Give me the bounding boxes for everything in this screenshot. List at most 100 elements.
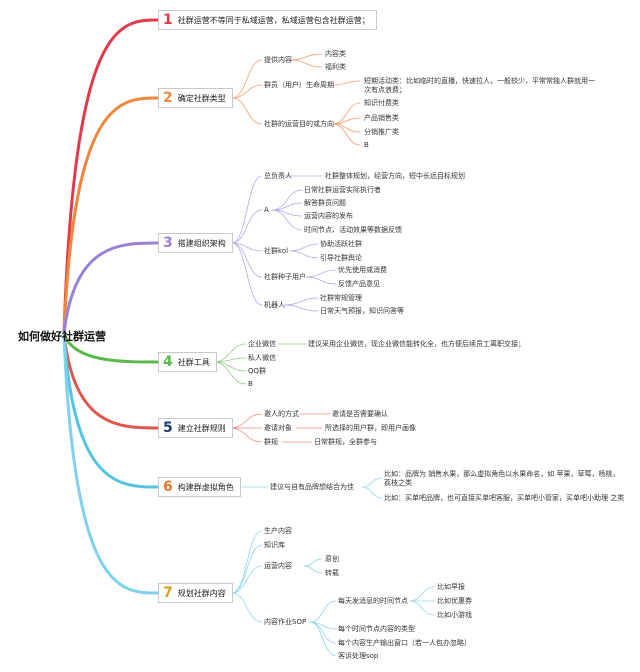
n2-content-a: 内容类 bbox=[325, 50, 346, 58]
b2c-2 bbox=[332, 123, 361, 133]
branch-3-number: 3 bbox=[163, 235, 173, 251]
b6a-0 bbox=[361, 477, 383, 488]
n7-s4: 客诉处理sop bbox=[338, 652, 379, 660]
n5-rules-note: 日常群规，全群参与 bbox=[314, 438, 377, 446]
n3-robot2: 日常天气预报，知识问答等 bbox=[320, 307, 404, 315]
branch-5-number: 5 bbox=[163, 420, 173, 436]
b5-0 bbox=[229, 413, 263, 429]
branch-6-number: 6 bbox=[163, 479, 173, 495]
b3d-0 bbox=[305, 269, 337, 278]
branch-6: 6 构建群虚拟角色 bbox=[158, 477, 241, 497]
n5-target-note: 所选择的用户群，即用户画像 bbox=[325, 424, 416, 432]
b2-2 bbox=[231, 97, 263, 125]
branch-7-title: 规划社群内容 bbox=[177, 588, 226, 598]
b3d-1 bbox=[305, 276, 337, 285]
n3-a4: 时间节点、活动效果等数据反馈 bbox=[304, 226, 402, 234]
root-connector-3 bbox=[62, 241, 160, 336]
n7-ops1: 原创 bbox=[325, 555, 339, 563]
n6-ex2: 比如：买单吧品牌，也可直接买单吧客服，买单吧小管家，买单吧小助理 之类 bbox=[384, 494, 625, 502]
n6-main: 建议与自有品牌想结合为佳 bbox=[270, 483, 354, 491]
b3e-0 bbox=[283, 297, 319, 306]
b4-2 bbox=[213, 361, 247, 372]
n3-kol2: 引导社群舆论 bbox=[320, 254, 362, 262]
n6-ex1: 比如：品牌为 销售水果，那么虚拟角色以水果命名，如 苹果，草莓，杨桃，荔枝之类 bbox=[384, 470, 620, 487]
n2-dir-c: 分销推广类 bbox=[364, 128, 399, 136]
branch-3: 3 搭建组织架构 bbox=[158, 233, 233, 253]
branch-7-number: 7 bbox=[163, 585, 173, 601]
b7-3 bbox=[231, 592, 263, 623]
n3-robot: 机器人 bbox=[264, 301, 285, 309]
n7-daily3: 比如小游戏 bbox=[437, 611, 472, 619]
b7b-3 bbox=[309, 621, 337, 657]
branch-3-title: 搭建组织架构 bbox=[177, 238, 226, 248]
n3-a3: 运营内容的发布 bbox=[304, 212, 353, 220]
b2c-3 bbox=[332, 123, 361, 146]
n5-join-note: 邀请是否需要确认 bbox=[332, 410, 388, 418]
n2-dir-a: 知识付费类 bbox=[364, 99, 399, 107]
b3c-1 bbox=[289, 250, 319, 259]
b2b-0 bbox=[332, 80, 361, 86]
b3-3 bbox=[231, 242, 263, 278]
n3-seed: 社群种子用户 bbox=[264, 273, 306, 281]
root-connector-6 bbox=[62, 332, 160, 489]
b7-1 bbox=[231, 544, 263, 594]
branch-5: 5 建立社群规则 bbox=[158, 418, 233, 438]
n2-direction: 社群的运营目的或方向 bbox=[264, 120, 334, 128]
b7b-0 bbox=[309, 600, 337, 623]
b3-1 bbox=[231, 209, 263, 244]
n3-robot1: 社群常规管理 bbox=[320, 294, 362, 302]
n2-dir-b: 产品销售类 bbox=[364, 114, 399, 122]
b3-4 bbox=[231, 242, 263, 306]
branch-2-number: 2 bbox=[163, 90, 173, 106]
n7-daily2: 比如优惠券 bbox=[437, 597, 472, 605]
b7a-0 bbox=[303, 558, 323, 567]
n7-daily: 每天发消息的时间节点 bbox=[338, 597, 408, 605]
b4-0 bbox=[213, 343, 247, 363]
b7a-1 bbox=[303, 565, 323, 574]
root-topic: 如何做好社群运营 bbox=[18, 330, 106, 343]
root-connector-7 bbox=[62, 332, 160, 595]
branch-6-title: 构建群虚拟角色 bbox=[177, 482, 234, 492]
branch-4: 4 社群工具 bbox=[158, 352, 217, 372]
n7-knowledge: 知识库 bbox=[264, 541, 285, 549]
n5-target: 邀请对象 bbox=[264, 424, 292, 432]
b2c-0 bbox=[332, 102, 361, 125]
n7-produce: 生产内容 bbox=[264, 527, 292, 535]
root-connector-1 bbox=[62, 18, 160, 336]
branch-4-number: 4 bbox=[163, 354, 173, 370]
n3-seed2: 反馈产品意见 bbox=[338, 280, 380, 288]
branch-7: 7 规划社群内容 bbox=[158, 583, 233, 603]
n4-b: B bbox=[248, 380, 253, 388]
b2a-0 bbox=[289, 53, 323, 61]
n2-dir-d: B bbox=[364, 141, 369, 149]
root-connector-4 bbox=[62, 332, 160, 364]
n2-lifecycle-note: 短期活动类：比如临时的直播，快速拉人，一般较少，平常常独人群就用一次有点浪费； bbox=[364, 77, 595, 94]
b3-0 bbox=[231, 175, 263, 244]
n3-kol1: 协助活跃社群 bbox=[320, 240, 362, 248]
b7c-2 bbox=[409, 600, 435, 616]
n5-join: 邀人的方式 bbox=[264, 410, 299, 418]
b2-0 bbox=[231, 59, 263, 99]
n2-content: 提供内容 bbox=[264, 56, 292, 64]
b2-1 bbox=[231, 84, 263, 99]
n7-s3: 每个内容生产输出窗口（若一人包办忽略） bbox=[338, 639, 471, 647]
b3b-0 bbox=[271, 189, 303, 211]
branch-4-title: 社群工具 bbox=[177, 357, 210, 367]
branch-1-title: 社群运营不等同于私域运营，私域运营包含社群运营； bbox=[177, 15, 370, 25]
root-connector-5 bbox=[62, 332, 160, 430]
branch-2: 2 确定社群类型 bbox=[158, 88, 233, 108]
b7-2 bbox=[231, 565, 263, 594]
b6a-1 bbox=[361, 486, 383, 499]
n3-leader: 总负责人 bbox=[264, 172, 292, 180]
branch-1: 1 社群运营不等同于私域运营，私域运营包含社群运营； bbox=[158, 10, 377, 30]
branch-5-title: 建立社群规则 bbox=[177, 423, 226, 433]
n7-sop: 内容作业SOP bbox=[264, 618, 307, 626]
n3-a: A bbox=[264, 206, 269, 214]
n4-qq: QQ群 bbox=[248, 367, 267, 375]
n3-leader-note: 社群整体规划，经营方向，短中长远目标规划 bbox=[325, 172, 465, 180]
n3-a2: 解答群员问题 bbox=[304, 199, 346, 207]
n4-wework-note: 建议采用企业微信，现企业微信能转化全，也方便后续员工离职交接； bbox=[308, 340, 525, 348]
b3e-1 bbox=[283, 304, 319, 312]
b3b-3 bbox=[271, 209, 303, 231]
b7c-0 bbox=[409, 586, 435, 602]
